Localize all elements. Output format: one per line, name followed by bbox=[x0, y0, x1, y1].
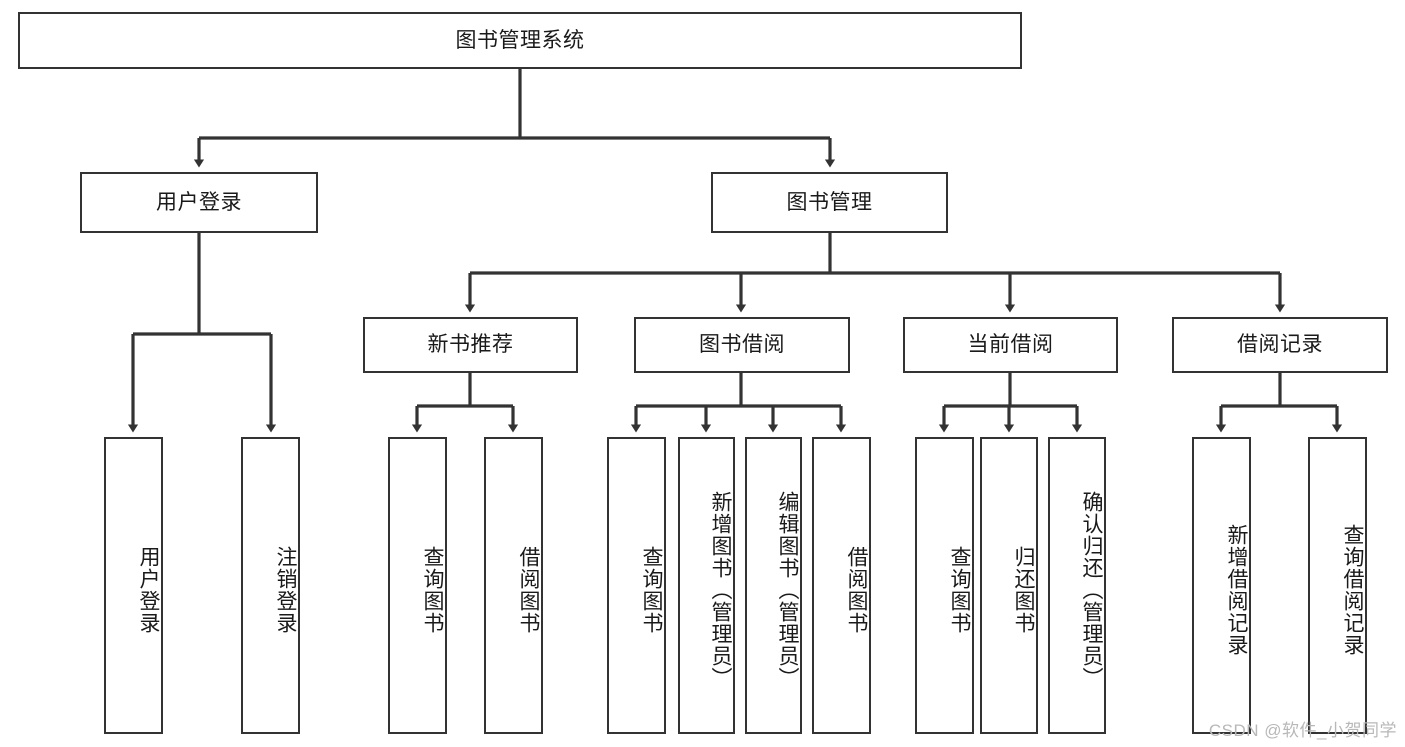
node-label: 图书借阅 bbox=[699, 333, 785, 357]
node-label: 查询图书 bbox=[948, 545, 971, 634]
node-label: 借阅图书 bbox=[845, 545, 868, 634]
node-label: 图书管理 bbox=[786, 190, 873, 214]
node-leaf-add-book[interactable]: 新增图书（管理员） bbox=[678, 437, 735, 734]
node-label: 借阅图书 bbox=[517, 545, 540, 634]
node-label: 新增借阅记录 bbox=[1225, 523, 1248, 656]
node-book-borrow[interactable]: 图书借阅 bbox=[634, 317, 850, 373]
node-leaf-edit-book[interactable]: 编辑图书（管理员） bbox=[745, 437, 802, 734]
node-label: 归还图书 bbox=[1012, 545, 1035, 634]
node-leaf-query-borrow-record[interactable]: 查询借阅记录 bbox=[1308, 437, 1367, 734]
node-new-book-recommend[interactable]: 新书推荐 bbox=[363, 317, 578, 373]
node-leaf-logout[interactable]: 注销登录 bbox=[241, 437, 300, 734]
node-leaf-return-book[interactable]: 归还图书 bbox=[980, 437, 1038, 734]
node-user-login[interactable]: 用户登录 bbox=[80, 172, 318, 233]
node-label: 新书推荐 bbox=[427, 333, 514, 357]
node-leaf-borrow-book-1[interactable]: 借阅图书 bbox=[484, 437, 543, 734]
node-leaf-query-book-2[interactable]: 查询图书 bbox=[607, 437, 666, 734]
node-leaf-user-login[interactable]: 用户登录 bbox=[104, 437, 163, 734]
node-label: 图书管理系统 bbox=[455, 28, 585, 52]
node-label: 查询借阅记录 bbox=[1341, 523, 1364, 656]
node-label: 新增图书（管理员） bbox=[709, 490, 732, 689]
node-leaf-confirm-return[interactable]: 确认归还（管理员） bbox=[1048, 437, 1106, 734]
node-label: 借阅记录 bbox=[1237, 333, 1323, 357]
node-label: 注销登录 bbox=[274, 545, 297, 634]
node-leaf-query-book-1[interactable]: 查询图书 bbox=[388, 437, 447, 734]
node-label: 用户登录 bbox=[137, 545, 160, 634]
node-borrow-record[interactable]: 借阅记录 bbox=[1172, 317, 1388, 373]
node-label: 用户登录 bbox=[156, 190, 242, 214]
node-book-management[interactable]: 图书管理 bbox=[711, 172, 948, 233]
root-node[interactable]: 图书管理系统 bbox=[18, 12, 1022, 69]
node-label: 查询图书 bbox=[640, 545, 663, 634]
node-leaf-query-book-3[interactable]: 查询图书 bbox=[915, 437, 974, 734]
node-label: 当前借阅 bbox=[967, 333, 1054, 357]
node-label: 确认归还（管理员） bbox=[1080, 490, 1103, 689]
node-leaf-add-borrow-record[interactable]: 新增借阅记录 bbox=[1192, 437, 1251, 734]
node-leaf-borrow-book-2[interactable]: 借阅图书 bbox=[812, 437, 871, 734]
node-label: 编辑图书（管理员） bbox=[776, 490, 799, 689]
node-label: 查询图书 bbox=[421, 545, 444, 634]
node-current-borrow[interactable]: 当前借阅 bbox=[903, 317, 1118, 373]
